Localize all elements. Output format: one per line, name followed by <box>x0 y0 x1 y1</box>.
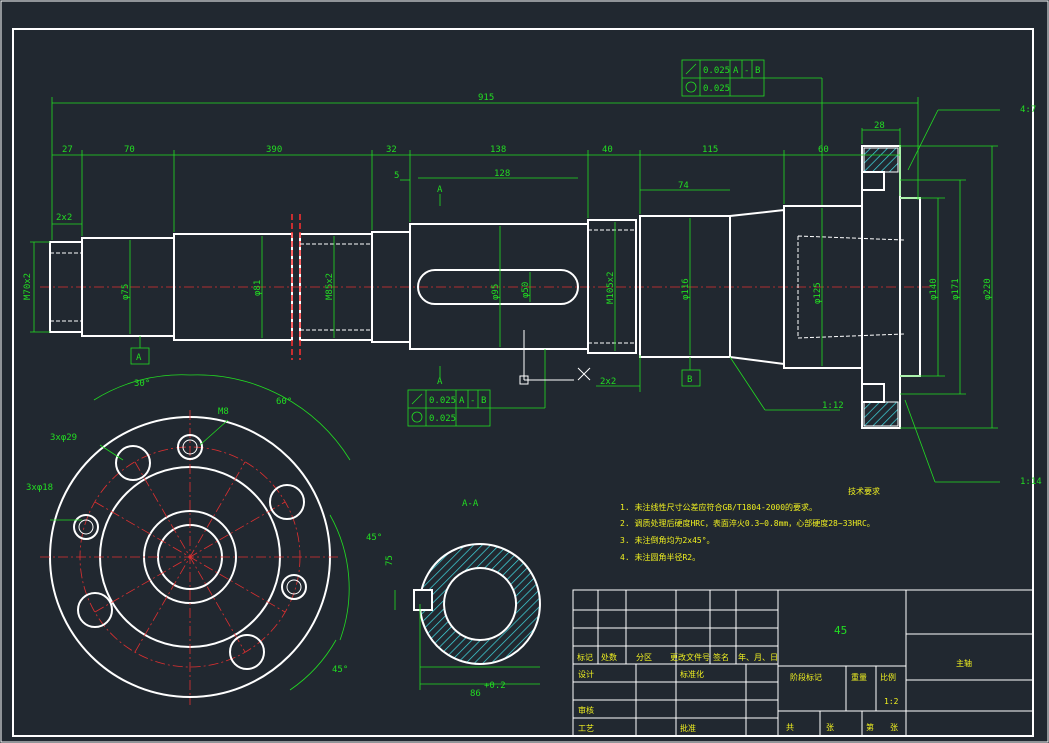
datum-a-label: A <box>136 353 142 363</box>
holes-3x29: 3xφ29 <box>50 433 77 443</box>
svg-text:签名: 签名 <box>713 652 729 662</box>
angle-60: 60° <box>276 397 292 407</box>
angle-45-upper: 45° <box>366 533 382 543</box>
holes-3x18: 3xφ18 <box>26 483 53 493</box>
svg-text:比例: 比例 <box>880 672 896 682</box>
svg-text:更改文件号: 更改文件号 <box>670 652 710 662</box>
dim-m105: M105x2 <box>606 271 616 304</box>
svg-text:A: A <box>733 66 739 76</box>
section-markers: A B A A A-A <box>130 185 701 509</box>
dim-d171: φ171 <box>951 278 961 300</box>
flange-labels: 30° 60° 45° 45° 3xφ29 3xφ18 M8 <box>26 379 382 675</box>
section-aa-view: 86 +0.2 75 <box>385 543 541 699</box>
flange-end-view <box>40 374 351 705</box>
svg-text:审核: 审核 <box>578 705 594 715</box>
key-tol: +0.2 <box>484 681 506 691</box>
ucs-icon <box>519 330 591 385</box>
dim-128: 128 <box>494 169 510 179</box>
dim-d140: φ140 <box>929 278 939 300</box>
dim-chamfer-2x2-right: 2x2 <box>600 377 616 387</box>
dim-27: 27 <box>62 145 73 155</box>
tolerance-frame-bottom: 0.025 A - B 0.025 <box>407 349 546 427</box>
thread-m8: M8 <box>218 407 229 417</box>
angle-30: 30° <box>134 379 150 389</box>
svg-text:第: 第 <box>866 722 874 732</box>
dim-d75: φ75 <box>121 284 131 300</box>
svg-text:标记: 标记 <box>577 652 593 662</box>
svg-text:重量: 重量 <box>851 672 867 682</box>
technical-notes: 技术要求 1. 未注线性尺寸公差应符合GB/T1804-2000的要求。 2. … <box>620 486 880 562</box>
svg-text:标准化: 标准化 <box>680 669 704 679</box>
dim-m85: M85x2 <box>325 273 335 300</box>
dim-60: 60 <box>818 145 829 155</box>
dim-m70: M70x2 <box>23 273 33 300</box>
svg-text:-: - <box>744 66 749 76</box>
svg-text:处数: 处数 <box>601 652 617 662</box>
svg-text:工艺: 工艺 <box>578 724 594 733</box>
dim-74: 74 <box>678 181 689 191</box>
dim-d125: φ125 <box>813 282 823 304</box>
dim-d116: φ116 <box>681 278 691 300</box>
note-4: 4. 未注圆角半径R2。 <box>620 552 700 562</box>
svg-text:0.025: 0.025 <box>429 396 456 406</box>
svg-text:阶段标记: 阶段标记 <box>790 672 822 682</box>
scale-value: 1:2 <box>884 697 899 706</box>
svg-text:分区: 分区 <box>636 653 652 662</box>
part-name: 主轴 <box>956 658 972 668</box>
note-1: 1. 未注线性尺寸公差应符合GB/T1804-2000的要求。 <box>620 502 817 512</box>
angle-45-lower: 45° <box>332 665 348 675</box>
svg-text:A: A <box>459 396 465 406</box>
dim-d81: φ81 <box>253 280 263 296</box>
dim-5: 5 <box>394 171 399 181</box>
svg-text:张: 张 <box>826 723 834 732</box>
drawing-border <box>12 28 1034 737</box>
dimension-labels: 915 27 70 390 32 138 40 115 60 28 5 128 … <box>23 93 1042 487</box>
title-block: 标记 处数 分区 更改文件号 签名 年、月、日 设计 标准化 审核 工艺 批准 … <box>572 589 1034 737</box>
key-depth: 75 <box>385 555 395 566</box>
svg-text:B: B <box>755 66 760 76</box>
dim-overall: 915 <box>478 93 494 103</box>
tolerance-frame-top: 0.025 A - B 0.025 <box>681 59 765 97</box>
shaft-main-view <box>40 145 930 429</box>
svg-text:张: 张 <box>890 723 898 732</box>
dim-390: 390 <box>266 145 282 155</box>
dim-70: 70 <box>124 145 135 155</box>
note-3: 3. 未注倒角均为2x45°。 <box>620 535 715 545</box>
svg-text:0.025: 0.025 <box>703 66 730 76</box>
svg-text:-: - <box>470 396 475 406</box>
note-2: 2. 调质处理后硬度HRC，表面淬火0.3~0.8mm，心部硬度28~33HRC… <box>620 518 875 528</box>
dim-4-7: 4:7 <box>1020 105 1036 115</box>
dim-d220: φ220 <box>983 278 993 300</box>
section-cut-a-top: A <box>437 185 443 195</box>
svg-text:年、月、日: 年、月、日 <box>738 652 778 662</box>
svg-text:0.025: 0.025 <box>703 84 730 94</box>
svg-text:批准: 批准 <box>680 723 696 733</box>
key-width-86: 86 <box>470 689 481 699</box>
taper-1-12: 1:12 <box>822 401 844 411</box>
material-label: 45 <box>834 624 847 637</box>
dim-chamfer-2x2-left: 2x2 <box>56 213 72 223</box>
dimensions <box>30 77 1000 483</box>
section-aa-title: A-A <box>462 499 479 509</box>
section-cut-a-bottom: A <box>437 377 443 387</box>
dim-115: 115 <box>702 145 718 155</box>
dim-d95: φ95 <box>491 284 501 300</box>
svg-text:B: B <box>481 396 486 406</box>
dim-32: 32 <box>386 145 397 155</box>
dim-28: 28 <box>874 121 885 131</box>
svg-text:共: 共 <box>786 723 794 732</box>
dim-138: 138 <box>490 145 506 155</box>
svg-text:0.025: 0.025 <box>429 414 456 424</box>
notes-title: 技术要求 <box>848 486 880 496</box>
dim-40: 40 <box>602 145 613 155</box>
svg-text:设计: 设计 <box>578 669 594 679</box>
datum-b-label: B <box>687 375 692 385</box>
dim-d50: φ50 <box>521 282 531 298</box>
taper-1-14: 1:14 <box>1020 477 1042 487</box>
